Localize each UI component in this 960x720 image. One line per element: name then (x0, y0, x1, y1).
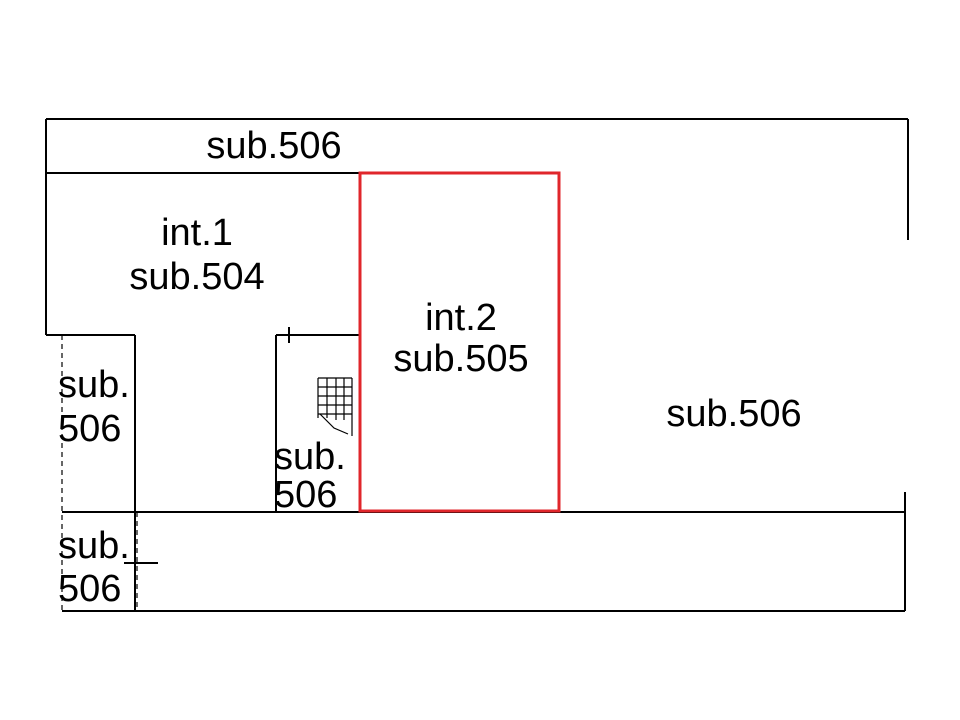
label-main-right: sub.506 (666, 393, 801, 435)
label-int1-line2: sub.504 (129, 256, 264, 298)
label-bottom-left-line1: sub. (58, 525, 130, 567)
dashed-edges (61, 335, 138, 611)
int2-highlight-outline (358, 171, 561, 513)
staircase-icon (317, 377, 353, 436)
label-left-narrow-line2: 506 (58, 408, 121, 450)
walls (45, 118, 909, 612)
label-int1-line1: int.1 (161, 212, 233, 254)
label-int2-line1: int.2 (425, 297, 497, 339)
label-stair-area-line2: 506 (274, 474, 337, 516)
label-int2-line2: sub.505 (393, 338, 528, 380)
label-left-narrow-line1: sub. (58, 364, 130, 406)
label-stair-area-line1: sub. (274, 436, 346, 478)
label-bottom-left-line2: 506 (58, 568, 121, 610)
label-top-strip: sub.506 (206, 125, 341, 167)
